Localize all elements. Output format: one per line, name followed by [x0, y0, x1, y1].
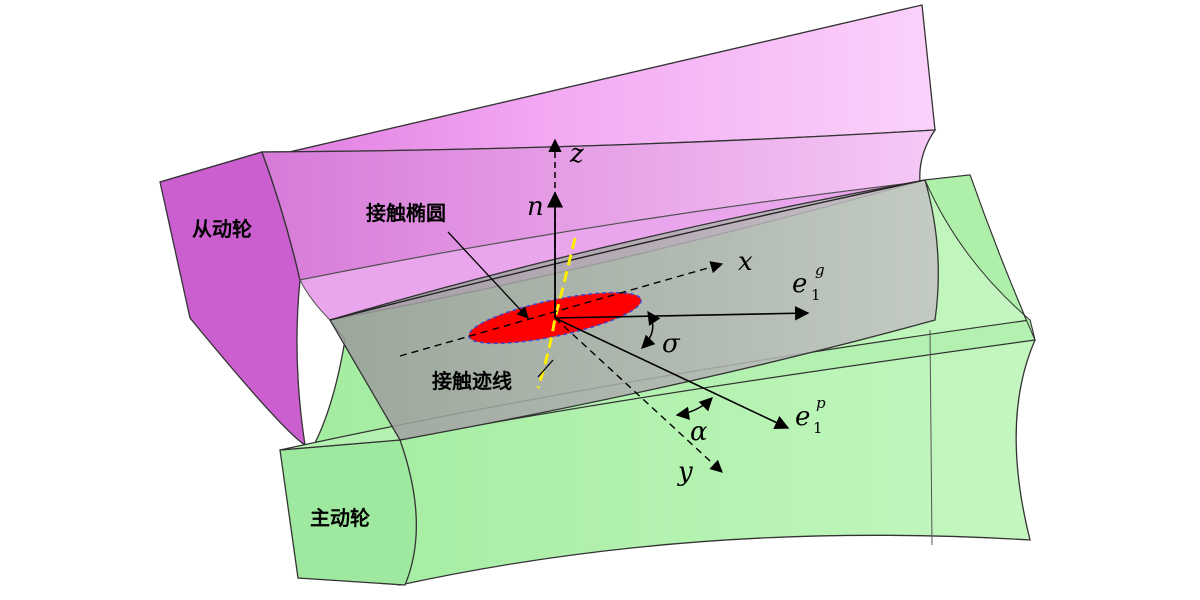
alpha-angle-arc [675, 397, 713, 420]
e1g-superscript: g [815, 261, 825, 279]
x-axis [399, 261, 724, 357]
driving-gear-right-face [924, 174, 1036, 341]
e1p-subscript: 1 [813, 419, 823, 437]
e1p-base: e [795, 402, 810, 432]
y-axis [554, 317, 723, 473]
e1g-vector [554, 306, 810, 321]
driven-gear-label: 从动轮 [192, 217, 252, 241]
alpha-label: α [690, 417, 708, 447]
z-axis-label: z [569, 139, 584, 169]
sigma-angle-arc [641, 310, 661, 349]
y-axis-label: y [677, 457, 693, 487]
sigma-label: σ [662, 329, 681, 359]
e1g-base: e [792, 269, 807, 299]
driving-gear-label: 主动轮 [310, 506, 370, 530]
x-axis-label: x [738, 247, 753, 277]
e1g-subscript: 1 [811, 286, 821, 304]
coordinate-axes [399, 138, 810, 473]
contact-surface-edge [329, 179, 926, 321]
e1p-superscript: p [816, 394, 826, 412]
e1g-label: e g 1 [792, 261, 825, 304]
contact-ellipse-label: 接触椭圆 [366, 201, 446, 225]
e1p-label: e p 1 [795, 394, 826, 437]
e1p-vector [554, 317, 790, 429]
contact-trace-leader [537, 359, 554, 378]
n-vector-label: n [527, 192, 544, 222]
contact-surface [329, 179, 939, 441]
driving-gear-front-face [279, 439, 418, 586]
contact-ellipse-leader [447, 231, 529, 319]
contact-trace-label: 接触迹线 [432, 369, 512, 393]
